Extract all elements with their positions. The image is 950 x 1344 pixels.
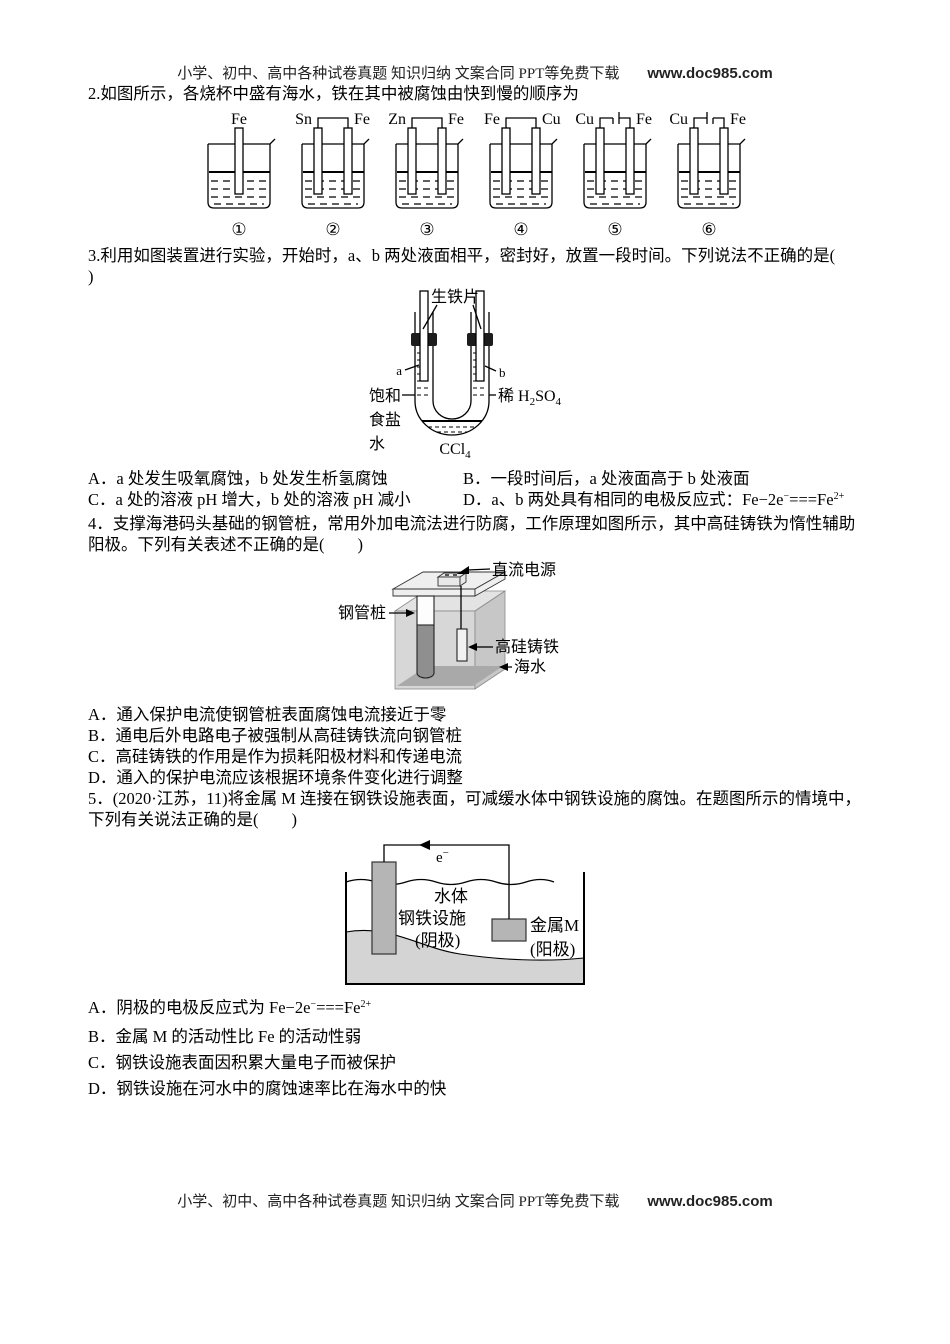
seawater-tank — [393, 590, 507, 690]
dock-platform — [391, 571, 507, 597]
beaker-2: Sn Fe ② — [295, 111, 370, 239]
dc-power-source — [436, 572, 468, 587]
q3-option-d: D．a、b 两处具有相同的电极反应式：Fe−2e−===Fe2+ — [463, 490, 845, 509]
a-pointer — [404, 364, 420, 371]
q5-options: A．阴极的电极反应式为 Fe−2e−===Fe2+ B．金属 M 的活动性比 F… — [88, 995, 862, 1102]
saturated-salt-label-3: 水 — [369, 435, 385, 453]
beaker-number: ⑥ — [701, 220, 716, 239]
u-tube-inner-wall — [432, 312, 472, 420]
electrode-label: Zn — [388, 111, 406, 128]
q4-option-a: A．通入保护电流使钢管桩表面腐蚀电流接近于零 — [88, 705, 447, 724]
footer-text: 小学、初中、高中各种试卷真题 知识归纳 文案合同 PPT等免费下载 — [177, 1194, 620, 1210]
electrode-label: Fe — [730, 111, 746, 128]
q5-figure: e− 水体 钢铁设施 (阴极) 金属M (阳极) — [88, 834, 862, 991]
q5-stem: 5．(2020·江苏，11)将金属 M 连接在钢铁设施表面，可减缓水体中钢铁设施… — [88, 789, 862, 829]
beaker-3: Zn Fe ③ — [388, 111, 464, 239]
q3-option-b: B．一段时间后，a 处液面高于 b 处液面 — [463, 469, 750, 488]
steel-pipe-pile — [416, 595, 435, 679]
seawater-label: 海水 — [514, 658, 546, 676]
ccl4-layer — [422, 420, 482, 433]
q3-option-a: A．a 处发生吸氧腐蚀，b 处发生析氢腐蚀 — [88, 469, 388, 488]
pile-label-group: 钢管桩 — [338, 604, 415, 622]
sediment — [346, 930, 584, 984]
pointer-line — [472, 304, 482, 330]
q3-figure: 生铁片 a b 饱和 食盐 水 稀 H2SO4 CCl4 — [88, 288, 862, 464]
beaker-1: Fe ① — [207, 111, 276, 239]
beaker-number: ② — [325, 220, 340, 239]
beaker-number: ⑤ — [607, 220, 622, 239]
q4-options: A．通入保护电流使钢管桩表面腐蚀电流接近于零 B．通电后外电路电子被强制从高硅铸… — [88, 704, 862, 788]
q2-stem: 2.如图所示，各烧杯中盛有海水，铁在其中被腐蚀由快到慢的顺序为 — [88, 84, 579, 103]
q5-option-a: A．阴极的电极反应式为 Fe−2e−===Fe2+ — [88, 998, 372, 1017]
water-tank — [345, 872, 585, 985]
q3-options: A．a 处发生吸氧腐蚀，b 处发生析氢腐蚀 B．一段时间后，a 处液面高于 b … — [88, 468, 862, 513]
q2-figure: Fe ① Sn Fe — [88, 108, 862, 245]
beaker-number: ③ — [419, 220, 434, 239]
battery-icon — [599, 112, 631, 128]
beaker-number: ④ — [513, 220, 528, 239]
electrode-label: Cu — [575, 111, 594, 128]
saturated-salt-label-2: 食盐 — [369, 411, 401, 429]
seawater-label-group: 海水 — [499, 658, 546, 676]
dilute-h2so4-label: 稀 H2SO4 — [498, 387, 562, 408]
q4-option-d: D．通入的保护电流应该根据环境条件变化进行调整 — [88, 768, 463, 787]
q4-stem: 4．支撑海港码头基础的钢管桩，常用外加电流法进行防腐，工作原理如图所示，其中高硅… — [88, 514, 856, 554]
u-tube-outer-wall — [414, 312, 490, 436]
header-text: 小学、初中、高中各种试卷真题 知识归纳 文案合同 PPT等免费下载 — [177, 66, 620, 82]
electrode-label: Fe — [354, 111, 370, 128]
electrode-label: Fe — [231, 111, 247, 128]
q5-option-c: C．钢铁设施表面因积累大量电子而被保护 — [88, 1053, 397, 1072]
electrode-label: Cu — [669, 111, 688, 128]
cast-iron-anode — [456, 628, 468, 662]
metal-m-label: 金属M — [530, 916, 579, 935]
left-iron-electrode — [419, 290, 429, 382]
q4-option-b: B．通电后外电路电子被强制从高硅铸铁流向钢管桩 — [88, 726, 463, 745]
page-header: 小学、初中、高中各种试卷真题 知识归纳 文案合同 PPT等免费下载 www.do… — [88, 62, 862, 83]
pile-label: 钢管桩 — [338, 604, 386, 622]
pig-iron-label: 生铁片 — [431, 288, 479, 306]
q3-stem: 3.利用如图装置进行实验，开始时，a、b 两处液面相平，密封好，放置一段时间。下… — [88, 246, 836, 286]
electrode-label: Fe — [636, 111, 652, 128]
cast-iron-label: 高硅铸铁 — [495, 638, 559, 656]
q3-option-c: C．a 处的溶液 pH 增大，b 处的溶液 pH 减小 — [88, 490, 411, 509]
beaker-5: Cu Fe ⑤ — [575, 111, 652, 239]
electrode-label: Fe — [448, 111, 464, 128]
battery-icon — [693, 112, 725, 128]
point-a-label: a — [396, 363, 402, 378]
page-footer: 小学、初中、高中各种试卷真题 知识归纳 文案合同 PPT等免费下载 www.do… — [0, 1190, 950, 1211]
header-url: www.doc985.com — [647, 65, 773, 82]
q4-option-c: C．高硅铸铁的作用是作为损耗阳极材料和传递电流 — [88, 747, 463, 766]
electron-arrow — [419, 840, 430, 850]
right-iron-electrode — [475, 290, 485, 382]
cathode-label: (阴极) — [415, 931, 460, 950]
beaker-6: Cu Fe ⑥ — [669, 111, 746, 239]
electron-wire — [383, 840, 510, 919]
electrode-label: Sn — [295, 111, 312, 128]
point-b-label: b — [499, 365, 506, 380]
beaker-number: ① — [231, 220, 246, 239]
cast-iron-label-group: 高硅铸铁 — [468, 638, 559, 656]
q4-figure: 直流电源 钢管桩 高硅铸铁 海水 — [88, 559, 862, 702]
electrode-label: Fe — [484, 111, 500, 128]
dc-power-label: 直流电源 — [492, 561, 556, 579]
electron-label: e− — [436, 847, 449, 866]
b-pointer — [484, 365, 497, 372]
beaker-4: Fe Cu ④ — [484, 111, 561, 239]
q5-option-b: B．金属 M 的活动性比 Fe 的活动性弱 — [88, 1027, 362, 1046]
q5-option-d: D．钢铁设施在河水中的腐蚀速率比在海水中的快 — [88, 1079, 447, 1098]
ccl4-label: CCl4 — [439, 441, 471, 461]
water-body-label: 水体 — [434, 887, 468, 906]
footer-url: www.doc985.com — [647, 1193, 773, 1210]
steel-facility-label: 钢铁设施 — [398, 909, 466, 928]
power-label-group: 直流电源 — [457, 561, 556, 579]
electrode-label: Cu — [542, 111, 561, 128]
saturated-salt-label-1: 饱和 — [369, 387, 401, 405]
steel-facility — [371, 861, 397, 955]
pointer-line — [422, 304, 438, 330]
anode-label: (阳极) — [530, 940, 575, 959]
metal-m — [491, 918, 527, 942]
